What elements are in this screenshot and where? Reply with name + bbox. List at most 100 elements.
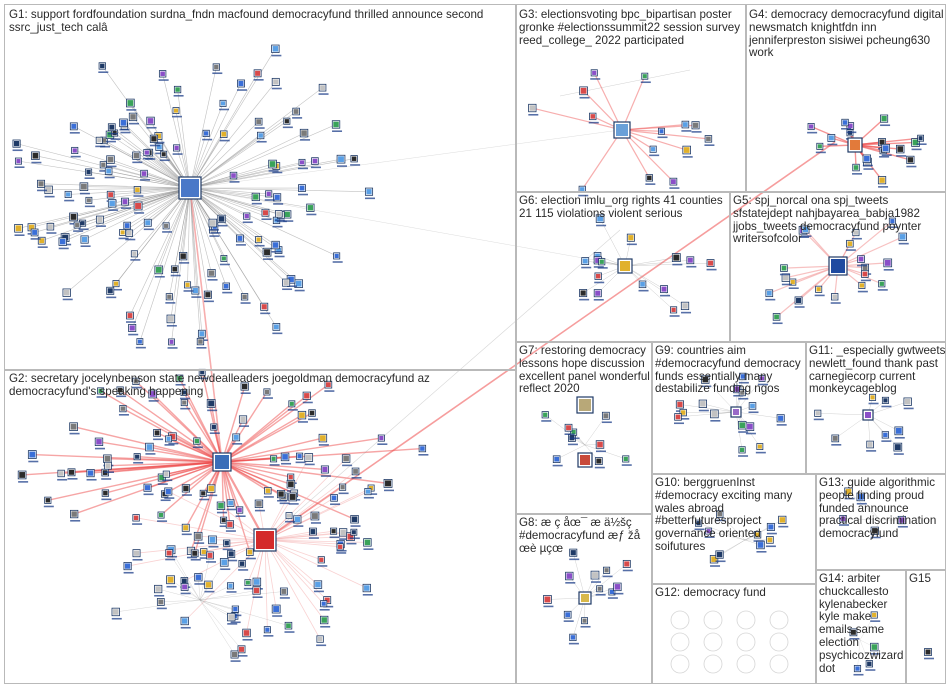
self-loop <box>703 654 723 674</box>
edge <box>221 414 303 463</box>
self-loop <box>670 654 690 674</box>
node-avatar <box>899 234 906 240</box>
node-avatar <box>124 563 131 569</box>
node-avatar <box>304 393 310 399</box>
node-avatar <box>683 147 690 153</box>
edge <box>115 599 201 613</box>
node-avatar <box>221 131 227 137</box>
node-avatar <box>149 391 156 397</box>
group-panel-g2 <box>4 370 516 684</box>
node-avatar <box>164 223 169 228</box>
hub-node-avatar <box>581 594 589 602</box>
group-label-g5: G5: spj_norcal ona spj_tweets sfstatejde… <box>733 194 922 246</box>
group-panel-g11 <box>806 342 946 474</box>
node-avatar <box>683 122 688 127</box>
node-avatar <box>554 456 560 462</box>
group-panel-g7 <box>516 342 652 514</box>
group-label-g1: G1: support fordfoundation surdna_fndn m… <box>9 8 484 34</box>
node-avatar <box>218 503 224 509</box>
node-avatar <box>881 115 887 122</box>
edge <box>735 411 743 450</box>
node-avatar <box>205 292 211 298</box>
node-avatar <box>317 636 323 642</box>
node-avatar <box>135 203 142 209</box>
node-avatar <box>264 249 270 256</box>
node-avatar <box>68 469 75 475</box>
node-avatar <box>261 304 267 310</box>
node-avatar <box>269 161 276 167</box>
node-avatar <box>209 220 216 226</box>
edge <box>264 539 325 621</box>
node-avatar <box>750 403 755 409</box>
group-label-g13: G13: guide algorithmic people finding pr… <box>819 476 937 541</box>
edge <box>189 187 209 295</box>
node-avatar <box>680 410 686 415</box>
node-avatar <box>72 148 77 153</box>
node-avatar <box>651 147 656 152</box>
node-avatar <box>223 283 229 289</box>
node-avatar <box>283 280 289 286</box>
edge <box>708 530 746 541</box>
edge <box>221 386 246 463</box>
node-avatar <box>828 135 834 141</box>
node-avatar <box>642 74 647 79</box>
edge <box>62 187 191 242</box>
node-avatar <box>815 411 820 416</box>
node-avatar <box>120 406 126 411</box>
edge <box>199 599 232 618</box>
edge <box>189 111 297 189</box>
node-avatar <box>144 485 151 491</box>
edge <box>264 539 341 545</box>
node-avatar <box>366 189 372 195</box>
edge <box>199 590 257 601</box>
node-avatar <box>840 516 846 522</box>
edge <box>221 461 231 525</box>
node-avatar <box>233 434 239 440</box>
node-avatar <box>671 307 676 312</box>
edge <box>189 187 245 297</box>
edge <box>110 187 191 195</box>
edge <box>264 539 321 640</box>
node-avatar <box>167 316 174 322</box>
self-loop <box>769 610 789 630</box>
node-avatar <box>81 183 87 190</box>
node-avatar <box>872 612 877 618</box>
node-avatar <box>86 169 91 175</box>
node-avatar <box>130 114 136 120</box>
node-avatar <box>240 416 246 423</box>
edge <box>854 137 921 146</box>
node-avatar <box>256 119 262 125</box>
edge <box>84 187 191 240</box>
node-avatar <box>242 294 247 300</box>
node-avatar <box>39 238 45 244</box>
node-avatar <box>717 511 723 517</box>
node-avatar <box>847 241 853 247</box>
node-avatar <box>711 556 717 563</box>
edge <box>859 639 870 664</box>
node-avatar <box>734 386 740 392</box>
node-avatar <box>614 584 621 590</box>
node-avatar <box>847 123 853 129</box>
edge <box>621 129 674 183</box>
node-avatar <box>309 410 315 416</box>
edge <box>221 437 324 463</box>
node-avatar <box>673 254 680 261</box>
node-avatar <box>288 276 294 283</box>
edge <box>677 411 737 418</box>
hub-node-avatar <box>580 455 590 465</box>
node-avatar <box>918 136 923 141</box>
node-avatar <box>351 530 356 535</box>
node-avatar <box>195 574 202 580</box>
node-avatar <box>286 623 291 629</box>
node-avatar <box>580 87 587 94</box>
edge <box>170 549 201 601</box>
edge <box>264 539 341 548</box>
edge <box>160 599 201 603</box>
node-avatar <box>790 279 795 285</box>
edge <box>189 158 355 189</box>
self-loop <box>736 632 756 652</box>
node-avatar <box>271 456 276 461</box>
node-avatar <box>71 511 77 517</box>
node-avatar <box>58 471 64 476</box>
node-avatar <box>182 584 188 590</box>
